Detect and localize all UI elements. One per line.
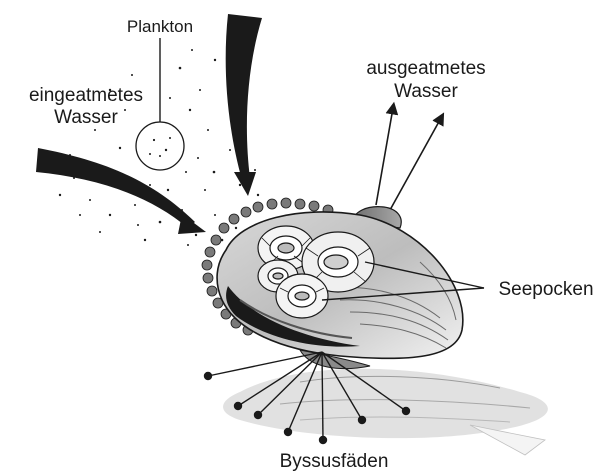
label-exhaled-water-line1: ausgeatmetes xyxy=(366,58,485,79)
label-byssus-threads: Byssusfäden xyxy=(280,451,389,472)
label-inhaled-water-line2: Wasser xyxy=(54,107,118,128)
label-inhaled-water-line1: eingeatmetes xyxy=(29,85,143,106)
barnacle-4 xyxy=(275,273,329,319)
label-barnacles: Seepocken xyxy=(498,279,593,300)
outflow-arrows xyxy=(375,101,445,211)
label-plankton: Plankton xyxy=(127,17,193,36)
barnacle-pointers xyxy=(321,261,485,301)
shell-dark-band xyxy=(226,286,360,347)
byssus-threads xyxy=(203,351,411,445)
plankton-magnifier xyxy=(135,38,185,171)
seabed-shadow xyxy=(223,368,548,456)
inflow-arrow-left xyxy=(36,148,206,234)
barnacle-2 xyxy=(301,231,375,293)
label-exhaled-water-line2: Wasser xyxy=(394,81,458,102)
inflow-arrow-top xyxy=(225,14,262,196)
barnacles xyxy=(257,225,375,319)
